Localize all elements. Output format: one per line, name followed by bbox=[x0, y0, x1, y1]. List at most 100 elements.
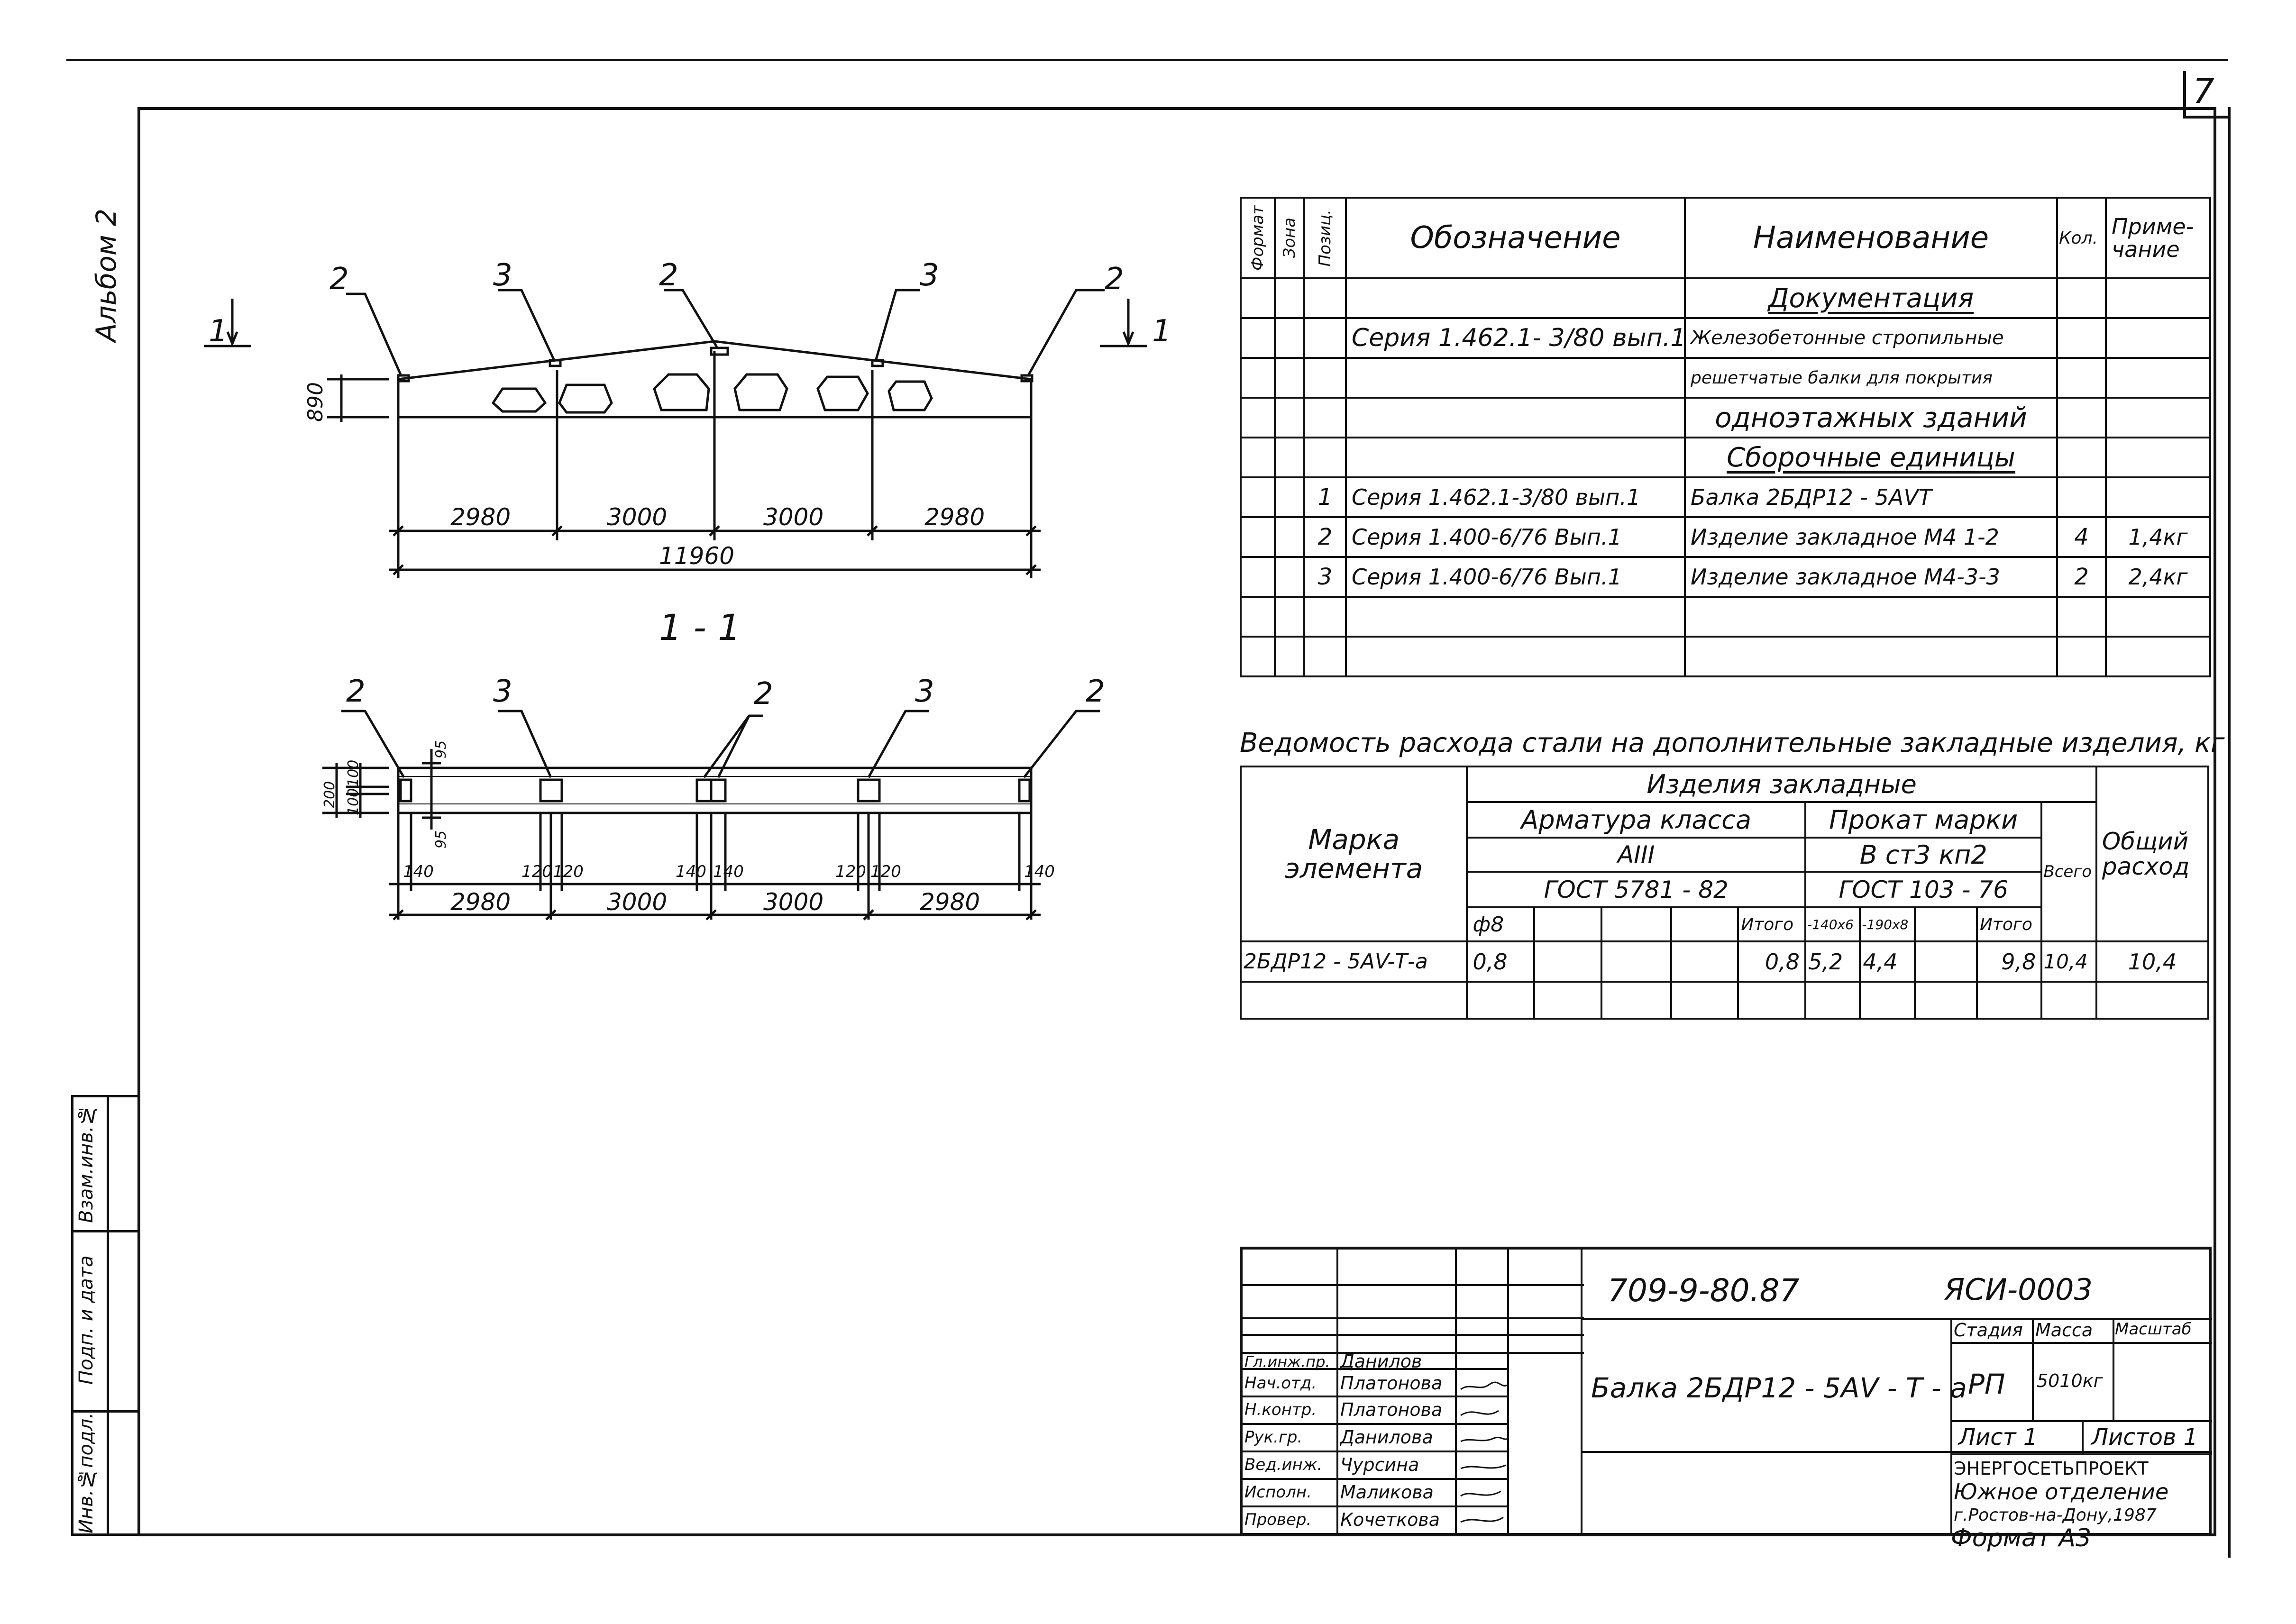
plan-right-dim: 95 bbox=[433, 740, 449, 758]
callout-label: 3 bbox=[915, 674, 934, 709]
plan-span-dim: 3000 bbox=[607, 888, 667, 916]
signer-name: Данилов bbox=[1340, 1351, 1422, 1372]
armature-header: Арматура класса bbox=[1466, 801, 1806, 839]
col-mark: Марка элемента bbox=[1239, 766, 1468, 942]
signer-role: Нач.отд. bbox=[1244, 1374, 1317, 1393]
callout-label: 3 bbox=[920, 258, 939, 293]
spec-row: одноэтажных зданий bbox=[1240, 397, 2211, 438]
org-line-1: ЭНЕРГОСЕТЬПРОЕКТ bbox=[1954, 1458, 2149, 1479]
beam-plan-outline bbox=[397, 766, 1033, 814]
spec-row: 3 Серия 1.400-6/76 Вып.1 Изделие закладн… bbox=[1240, 556, 2211, 598]
title-block: Гл.инж.пр. Данилов Нач.отд. Платонова Н.… bbox=[1240, 1247, 2212, 1536]
drawing-frame bbox=[137, 107, 2216, 1536]
span-dim: 2980 bbox=[924, 503, 985, 531]
opening bbox=[558, 383, 613, 414]
col-total: Всего bbox=[2040, 801, 2097, 942]
section-title: 1 - 1 bbox=[659, 606, 741, 648]
drawing-title: Балка 2БДР12 - 5АV - Т - а bbox=[1591, 1372, 1967, 1404]
mass-value: 5010кг bbox=[2037, 1370, 2103, 1391]
plan-span-dim: 3000 bbox=[763, 888, 823, 916]
callout-label: 2 bbox=[754, 676, 773, 712]
plan-left-dim: 200 bbox=[321, 781, 338, 808]
small-dim: 140 bbox=[713, 862, 744, 881]
hdr-format: Формат bbox=[1240, 197, 1276, 279]
signer-name: Платонова bbox=[1340, 1399, 1443, 1420]
side-stamp-inv: Инв.№подл. bbox=[75, 1413, 97, 1533]
hdr-note: Приме- чание bbox=[2105, 197, 2211, 279]
signer-role: Исполн. bbox=[1244, 1483, 1312, 1502]
total-dim: 11960 bbox=[659, 542, 734, 570]
section-marker-right: 1 bbox=[1152, 314, 1171, 349]
callout-label: 3 bbox=[493, 674, 512, 709]
signer-name: Данилова bbox=[1340, 1427, 1433, 1448]
small-dim: 120 bbox=[521, 862, 552, 881]
small-dim: 140 bbox=[1024, 862, 1055, 881]
spec-row bbox=[1240, 636, 2211, 677]
armature-gost: ГОСТ 5781 - 82 bbox=[1466, 871, 1806, 908]
page-number-box bbox=[2183, 71, 2228, 119]
spec-row: Документация bbox=[1240, 277, 2211, 319]
steel-table-title: Ведомость расхода стали на дополнительны… bbox=[1240, 728, 2225, 758]
hdr-zone: Зона bbox=[1274, 197, 1305, 279]
stage-value: РП bbox=[1968, 1368, 2005, 1400]
small-dim: 120 bbox=[835, 862, 866, 881]
spec-row: Серия 1.462.1- 3/80 вып.1 Железобетонные… bbox=[1240, 317, 2211, 359]
signature-grid bbox=[1243, 1250, 1584, 1534]
sub-total1: Итого bbox=[1737, 906, 1806, 942]
sheets-total: Листов 1 bbox=[2091, 1424, 2198, 1451]
spec-table: Формат Зона Позиц. Обозначение Наименова… bbox=[1240, 197, 2211, 677]
spec-row: решетчатые балки для покрытия bbox=[1240, 357, 2211, 399]
side-stamp: Взам.инв.№ Подп. и дата Инв.№подл. bbox=[71, 1095, 140, 1536]
opening bbox=[653, 373, 710, 411]
plan-span-dim: 2980 bbox=[920, 888, 980, 916]
callout-label: 2 bbox=[1086, 674, 1105, 709]
armature-class: АIII bbox=[1466, 837, 1806, 873]
hdr-name: Наименование bbox=[1684, 197, 2058, 279]
right-margin-line bbox=[2228, 107, 2231, 1558]
heading-assembly-units: Сборочные единицы bbox=[1727, 442, 2015, 473]
sheet-number: Лист 1 bbox=[1958, 1424, 2038, 1451]
steel-row: 2БДР12 - 5АV-Т-а 0,8 0,8 5,2 4,4 9,8 10,… bbox=[1239, 940, 2210, 983]
opening bbox=[816, 375, 869, 411]
spec-row: Сборочные единицы bbox=[1240, 437, 2211, 478]
hdr-pos: Позиц. bbox=[1303, 197, 1347, 279]
section-marker-left: 1 bbox=[209, 314, 228, 349]
spec-header-row: Формат Зона Позиц. Обозначение Наименова… bbox=[1240, 197, 2211, 279]
mass-header: Масса bbox=[2035, 1320, 2093, 1341]
callout-label: 2 bbox=[346, 674, 366, 709]
stage-header: Стадия bbox=[1954, 1320, 2023, 1341]
callout-label: 2 bbox=[1105, 262, 1124, 297]
plan-span-dim: 2980 bbox=[450, 888, 511, 916]
small-dim: 120 bbox=[553, 862, 584, 881]
org-line-2: Южное отделение bbox=[1954, 1479, 2169, 1505]
signer-role: Провер. bbox=[1244, 1510, 1312, 1529]
side-stamp-replace: Взам.инв.№ bbox=[75, 1104, 97, 1223]
doc-code: 709-9-80.87 bbox=[1608, 1272, 1800, 1309]
plan-right-dim: 95 bbox=[433, 830, 449, 848]
side-stamp-sign: Подп. и дата bbox=[75, 1255, 97, 1385]
steel-table: Марка элемента Изделия закладные Общий р… bbox=[1239, 766, 2210, 1020]
heading-documentation: Документация bbox=[1768, 283, 1974, 314]
rolled-header: Прокат марки bbox=[1804, 801, 2043, 839]
beam-drawings: 2 3 2 3 2 1 1 890 2980 3000 3000 2980 11… bbox=[204, 258, 1171, 921]
signer-role: Гл.инж.пр. bbox=[1244, 1353, 1330, 1371]
series-code: ЯСИ-0003 bbox=[1944, 1272, 2093, 1307]
format-label: Формат А3 bbox=[1951, 1524, 2092, 1552]
spec-row: 2 Серия 1.400-6/76 Вып.1 Изделие закладн… bbox=[1240, 516, 2211, 558]
sub-140: -140х6 bbox=[1804, 906, 1861, 942]
spec-row: 1 Серия 1.462.1-3/80 вып.1 Балка 2БДР12 … bbox=[1240, 476, 2211, 518]
opening bbox=[733, 373, 788, 411]
hdr-qty: Кол. bbox=[2056, 197, 2107, 279]
top-margin-line bbox=[66, 59, 2228, 61]
small-dim: 120 bbox=[870, 862, 901, 881]
col-general: Общий расход bbox=[2095, 766, 2210, 942]
plan-left-dim: 100 bbox=[345, 788, 362, 815]
signer-name: Чурсина bbox=[1340, 1454, 1419, 1475]
height-dim: 890 bbox=[303, 382, 328, 422]
sub-190: -190х8 bbox=[1859, 906, 1916, 942]
spec-row bbox=[1240, 596, 2211, 638]
plan-left-dim: 100 bbox=[345, 760, 362, 787]
signer-name: Маликова bbox=[1340, 1482, 1434, 1503]
signer-name: Платонова bbox=[1340, 1373, 1443, 1394]
callout-label: 2 bbox=[659, 258, 678, 293]
